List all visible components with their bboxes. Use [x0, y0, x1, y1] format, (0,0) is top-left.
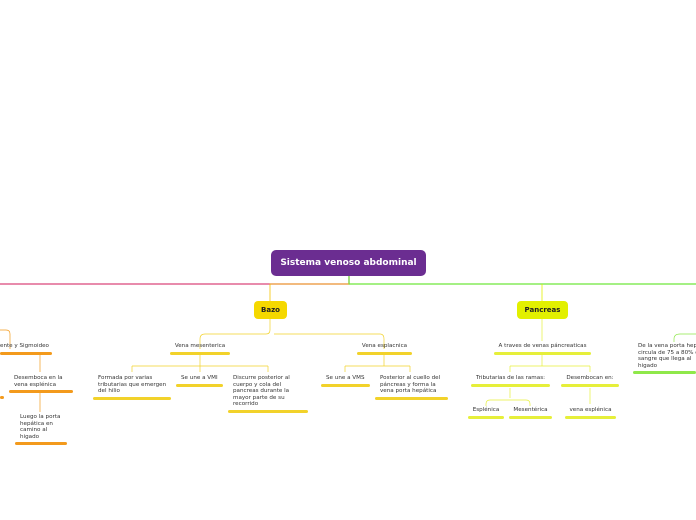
- node-label: ente y Sigmoideo: [0, 343, 49, 349]
- node-discurre[interactable]: Discurre posterior al cuerpo y cola del …: [228, 375, 308, 413]
- node-underline: [176, 383, 223, 387]
- branch-pancreas[interactable]: Pancreas: [517, 301, 568, 319]
- node-underline: [9, 390, 73, 394]
- node-label: Posterior al cuello del páncreas y forma…: [380, 375, 441, 395]
- node-label: Formada por varias tributarias que emerg…: [98, 375, 167, 395]
- node-label: Esplénica: [472, 407, 500, 413]
- node-underline: [633, 371, 696, 375]
- node-underline: [170, 351, 230, 355]
- node-label: De la vena porta hep circula de 75 a 80%…: [638, 343, 696, 369]
- node-underline: [15, 442, 67, 446]
- node-vena-esplacnica[interactable]: Vena esplacnica: [357, 343, 412, 355]
- node-underline: [471, 383, 550, 387]
- node-vms[interactable]: Se une a VMS: [321, 375, 370, 387]
- node-porta-hepatica[interactable]: De la vena porta hep circula de 75 a 80%…: [633, 343, 696, 375]
- node-label: Tributarias de las ramas:: [476, 375, 545, 381]
- branch-bazo[interactable]: Bazo: [254, 301, 287, 319]
- node-underline: [93, 396, 171, 400]
- connector-esplacnica-children: [344, 355, 411, 372]
- connector-tributarias-children: [485, 388, 531, 406]
- root-node[interactable]: Sistema venoso abdominal: [271, 250, 426, 276]
- node-mesenterica[interactable]: Mesentérica: [509, 407, 552, 419]
- node-vena-esplenica[interactable]: vena esplénica: [565, 407, 616, 419]
- node-label: Se une a VMS: [326, 375, 365, 381]
- node-vmi[interactable]: Se une a VMI: [176, 375, 223, 387]
- node-underline: [228, 409, 308, 413]
- node-label: Discurre posterior al cuerpo y cola del …: [233, 375, 290, 408]
- node-label: Se une a VMI: [181, 375, 218, 381]
- node-underline: [321, 383, 370, 387]
- connector-left-trunk: [0, 276, 350, 285]
- node-underline: [375, 396, 448, 400]
- node-esplenica[interactable]: Esplénica: [468, 407, 504, 419]
- connector-mesenterica-children: [131, 355, 269, 372]
- node-label: Luego la porta hepática en camino al hig…: [20, 414, 61, 440]
- node-left-sigmoid[interactable]: ente y Sigmoideo: [0, 343, 52, 355]
- node-desembocan[interactable]: Desembocan en:: [561, 375, 619, 387]
- connector-atraves-children: [509, 355, 591, 372]
- node-underline: [494, 351, 591, 355]
- node-underline: [561, 383, 619, 387]
- connector-right-branch: [673, 333, 696, 342]
- node-posterior[interactable]: Posterior al cuello del páncreas y forma…: [375, 375, 448, 400]
- node-label: Desemboca en la vena esplénica: [14, 375, 63, 388]
- node-underline: [468, 415, 504, 419]
- node-underline: [509, 415, 552, 419]
- node-label: A traves de venas páncreaticas: [498, 343, 587, 349]
- node-label: Vena mesenterica: [174, 343, 226, 349]
- node-left-desemboca[interactable]: Desemboca en la vena esplénica: [9, 375, 73, 394]
- connector-left-branch: [0, 329, 11, 349]
- node-tributarias[interactable]: Tributarias de las ramas:: [471, 375, 550, 387]
- node-underline: [0, 351, 52, 355]
- node-underline: [357, 351, 412, 355]
- connector-bazo-children: [199, 319, 385, 349]
- node-label: Mesentérica: [513, 407, 548, 413]
- node-underline: [565, 415, 616, 419]
- node-left-hidden: [0, 394, 4, 399]
- node-a-traves[interactable]: A traves de venas páncreaticas: [494, 343, 591, 355]
- node-left-luego[interactable]: Luego la porta hepática en camino al hig…: [15, 414, 67, 446]
- node-underline: [0, 396, 4, 399]
- node-formada[interactable]: Formada por varias tributarias que emerg…: [93, 375, 171, 400]
- node-label: Vena esplacnica: [361, 343, 408, 349]
- connector-right-trunk: [348, 276, 696, 285]
- node-vena-mesenterica[interactable]: Vena mesenterica: [170, 343, 230, 355]
- node-label: vena esplénica: [569, 407, 612, 413]
- node-label: Desembocan en:: [566, 375, 614, 381]
- connector-bazo-trunk: [269, 283, 349, 301]
